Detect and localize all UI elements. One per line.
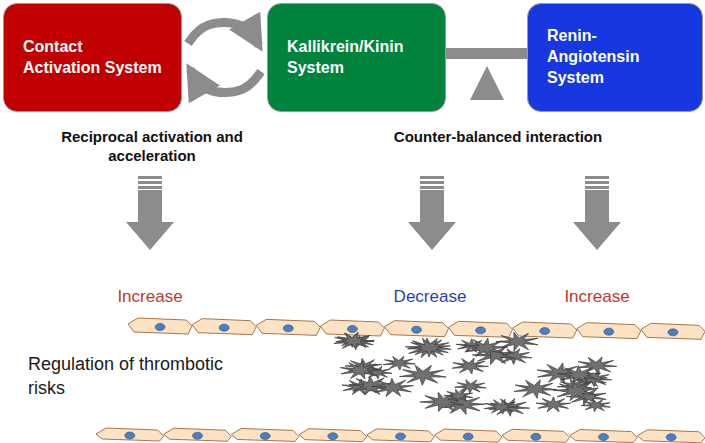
- arrow-body: [126, 190, 174, 250]
- endothelial-cell: [384, 321, 448, 337]
- cell-nucleus: [476, 327, 486, 334]
- arrow-stripe: [420, 176, 444, 179]
- platelet: [399, 365, 446, 385]
- platelet: [408, 338, 451, 357]
- arrow-stripe: [585, 181, 609, 184]
- arrow-stripe: [585, 176, 609, 179]
- platelet: [496, 332, 538, 351]
- effect-label: Decrease: [360, 286, 500, 309]
- edge-label: Counter-balanced interaction: [378, 128, 618, 147]
- endothelial-cell: [164, 428, 232, 441]
- cell-nucleus: [540, 328, 550, 335]
- cell-nucleus: [193, 432, 203, 439]
- system-box: Contact Activation System: [3, 3, 182, 112]
- platelet: [444, 389, 473, 402]
- cell-nucleus: [328, 433, 338, 440]
- cell-nucleus: [604, 328, 614, 335]
- system-box: Renin-Angiotensin System: [527, 3, 703, 112]
- arrow-stripe: [420, 181, 444, 184]
- cell-nucleus: [219, 324, 229, 331]
- arrow-stripe: [420, 186, 444, 189]
- arrow-stripe: [585, 186, 609, 189]
- down-arrow: [573, 176, 621, 250]
- endothelial-cell: [320, 320, 384, 336]
- platelet: [383, 356, 415, 370]
- arrow-stripe: [138, 186, 162, 189]
- endothelial-cell: [641, 323, 705, 339]
- cycle-arrow: [188, 22, 261, 92]
- platelet: [455, 380, 486, 394]
- platelet: [484, 399, 518, 414]
- cell-nucleus: [531, 433, 541, 440]
- platelet: [372, 378, 414, 396]
- endothelial-cell: [128, 318, 192, 334]
- cell-nucleus: [283, 325, 293, 332]
- endothelial-cell: [577, 323, 641, 339]
- cell-nucleus: [396, 433, 406, 440]
- platelet: [452, 358, 488, 374]
- cell-nucleus: [125, 432, 135, 439]
- platelet: [464, 338, 508, 357]
- effect-label: Increase: [80, 286, 220, 309]
- platelet: [581, 399, 610, 412]
- endothelial-cell: [637, 430, 705, 443]
- endothelial-cell: [434, 429, 502, 442]
- cell-nucleus: [666, 434, 676, 441]
- fulcrum: [470, 66, 504, 100]
- endothelial-cell: [513, 322, 577, 338]
- cell-nucleus: [412, 326, 422, 333]
- balance-beam: [446, 48, 527, 59]
- arrow-stripe: [138, 181, 162, 184]
- box-title: Renin-Angiotensin System: [547, 26, 683, 88]
- arrow-body: [573, 190, 621, 250]
- platelet: [553, 381, 598, 401]
- cell-nucleus: [260, 432, 270, 439]
- box-title: Contact Activation System: [23, 37, 162, 79]
- endothelial-cell: [570, 430, 638, 443]
- down-arrow: [408, 176, 456, 250]
- platelet: [334, 332, 374, 350]
- arrow-body: [408, 190, 456, 250]
- cell-nucleus: [155, 324, 165, 331]
- endothelial-cell: [192, 319, 256, 335]
- endothelial-cell: [96, 428, 164, 441]
- endothelial-cell: [299, 429, 367, 442]
- endothelial-cell: [367, 429, 435, 442]
- endothelial-cell: [449, 321, 513, 337]
- down-arrow: [126, 176, 174, 250]
- platelet: [536, 397, 571, 412]
- platelet: [405, 338, 450, 358]
- cell-nucleus: [599, 434, 609, 441]
- cell-nucleus: [463, 433, 473, 440]
- caption-note: Regulation of thrombotic risks: [28, 352, 258, 401]
- box-title: Kallikrein/Kinin System: [287, 37, 426, 79]
- cell-nucleus: [668, 329, 678, 336]
- endothelial-cell: [256, 319, 320, 335]
- arrow-stripe: [138, 176, 162, 179]
- effect-label: Increase: [527, 286, 667, 309]
- platelet: [340, 361, 381, 379]
- edge-label: Reciprocal activation and acceleration: [52, 128, 252, 166]
- cell-nucleus: [347, 326, 357, 333]
- endothelial-cell: [502, 429, 570, 442]
- endothelial-cell: [231, 428, 299, 441]
- system-box: Kallikrein/Kinin System: [267, 3, 446, 112]
- platelet: [514, 380, 557, 399]
